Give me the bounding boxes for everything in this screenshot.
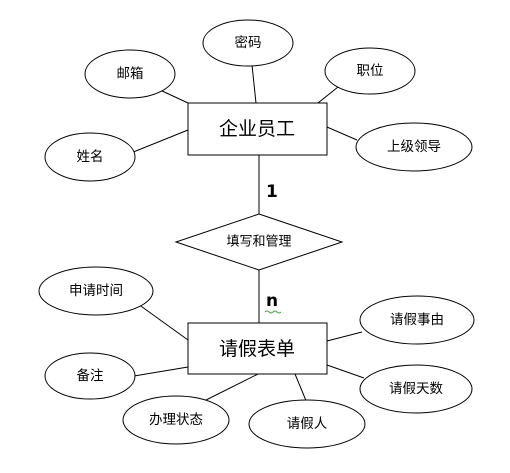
relationship-diamond [174,213,344,271]
attribute-supervisor-ellipse [355,122,473,172]
attribute-status-label: 办理状态 [149,412,203,428]
attribute-status: 办理状态 [122,395,230,445]
attribute-applicant-ellipse [248,399,366,449]
line-remark [133,366,189,377]
attribute-email-ellipse [84,49,176,99]
attribute-password-label: 密码 [235,34,262,51]
attribute-position-ellipse [324,47,416,95]
attribute-applicant-label: 请假人 [287,416,328,432]
line-applicant [294,373,308,404]
attribute-days-label: 请假天数 [389,381,443,397]
cardinality-one: 1 [266,182,278,202]
connector-lines [125,64,365,406]
entity-employee-box [187,102,328,156]
line-email [159,89,189,104]
line-position [317,86,339,104]
attribute-remark-ellipse [44,352,136,400]
spellcheck-squiggle [264,310,282,314]
attribute-reason-label: 请假事由 [390,312,444,328]
cardinality-many: n [266,291,278,311]
attribute-supervisor-label: 上级领导 [387,139,441,155]
entity-employee: 企业员工 [187,102,328,156]
attribute-status-ellipse [122,395,230,445]
attribute-apply-time: 申请时间 [38,266,154,316]
line-supervisor [326,126,358,141]
entity-leave-form-label: 请假表单 [219,338,295,360]
attribute-days-ellipse [359,364,473,414]
attribute-position: 职位 [324,47,416,95]
line-days [326,364,365,379]
attribute-email: 邮箱 [84,49,176,99]
attribute-reason: 请假事由 [359,295,475,345]
attribute-reason-ellipse [359,295,475,345]
entity-leave-form: 请假表单 [187,322,328,375]
attribute-apply-time-label: 申请时间 [69,283,123,299]
entity-employee-label: 企业员工 [219,118,295,140]
line-reason [326,331,363,342]
attribute-name-label: 姓名 [77,149,104,165]
attribute-name-ellipse [44,132,136,182]
attribute-applicant: 请假人 [248,399,366,449]
attribute-supervisor: 上级领导 [355,122,473,172]
line-apply-time [137,303,189,341]
line-name [125,129,189,156]
attribute-email-label: 邮箱 [117,66,144,82]
line-password [251,64,257,104]
relationship-fill-manage: 填写和管理 [174,213,344,271]
relationship-label: 填写和管理 [226,235,291,250]
attribute-days: 请假天数 [359,364,473,414]
attribute-remark: 备注 [44,352,136,400]
attribute-remark-label: 备注 [77,367,104,384]
attribute-password-ellipse [202,19,294,67]
attribute-name: 姓名 [44,132,136,182]
attribute-password: 密码 [202,19,294,67]
attribute-apply-time-ellipse [38,266,154,316]
entity-leave-form-box [187,322,328,375]
attribute-position-label: 职位 [357,63,384,79]
